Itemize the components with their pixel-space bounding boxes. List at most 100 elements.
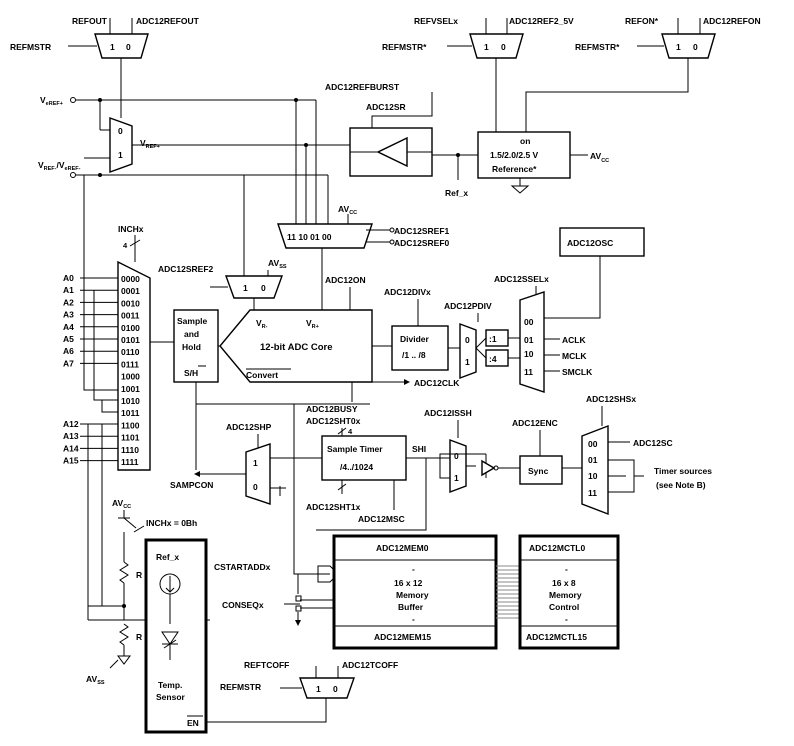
sync-label: Sync [528, 466, 549, 476]
adc12mem0-label: ADC12MEM0 [376, 543, 429, 553]
analog-input-label: A12 [63, 419, 79, 429]
svg-text:11: 11 [588, 488, 597, 498]
memory-buffer: ADC12MEM0 - 16 x 12 Memory Buffer - ADC1… [332, 534, 498, 650]
analog-input-label: A6 [63, 346, 74, 356]
refout-mux-in1: 1 [110, 42, 115, 52]
temp-sensor: Ref_x Temp. Sensor EN [144, 538, 327, 734]
issh-mux: ADC12ISSH 0 1 [424, 408, 520, 494]
adc12tcoff-label: ADC12TCOFF [342, 660, 398, 670]
mclk-label: MCLK [562, 351, 587, 361]
svg-text:4: 4 [123, 241, 128, 250]
inchx-label: INCHx [118, 224, 144, 234]
refout-mux: 1 0 REFOUT ADC12REFOUT REFMSTR [10, 16, 200, 118]
sample-timer: Sample Timer /4../1024 ADC12SHT0x 4 ADC1… [270, 416, 450, 531]
note-b-label: (see Note B) [656, 480, 706, 490]
input-code: 0101 [121, 335, 140, 345]
tcoff-mux: 1 0 REFTCOFF ADC12TCOFF REFMSTR [220, 660, 398, 699]
refon-label: REFON* [625, 16, 659, 26]
memory-bus [496, 565, 520, 619]
adc12msc-label: ADC12MSC [358, 514, 405, 524]
svg-text:4: 4 [348, 427, 353, 436]
svg-text:Memory: Memory [396, 590, 429, 600]
input-code-list: 0000000100100011010001010110011110001001… [121, 274, 140, 467]
divider-label: Divider [400, 334, 430, 344]
refmstr-label-2: REFMSTR* [382, 42, 427, 52]
input-mux: INCHx 4 00000001001000110100010101100111… [63, 224, 174, 471]
analog-input-label: A3 [63, 310, 74, 320]
input-code: 0100 [121, 323, 140, 333]
svg-text:0: 0 [118, 126, 123, 136]
sh-label: S/H [184, 368, 198, 378]
shs-mux: ADC12SHSx 00 01 10 11 ADC12SC Timer sour… [581, 394, 712, 516]
sampcon-mux: 1 0 ADC12SHP SAMPCON [170, 404, 330, 575]
internal-inputs [83, 175, 118, 620]
adc12sht1x-label: ADC12SHT1x [306, 502, 361, 512]
svg-text:VeREF+: VeREF+ [40, 95, 63, 107]
cstartaddx-label: CSTARTADDx [214, 562, 271, 572]
input-code: 1111 [121, 457, 139, 467]
memory-control: ADC12MCTL0 - 16 x 8 Memory Control - ADC… [518, 534, 620, 650]
smclk-label: SMCLK [562, 367, 593, 377]
reference-on-label: on [520, 136, 530, 146]
adc12refburst-label: ADC12REFBURST [325, 82, 400, 92]
svg-text:01: 01 [524, 335, 534, 345]
svg-text:/1 .. /8: /1 .. /8 [402, 350, 426, 360]
adc12mctl15-label: ADC12MCTL15 [526, 632, 587, 642]
adc12on-label: ADC12ON [325, 275, 366, 285]
adc12sselx-label: ADC12SSELx [494, 274, 549, 284]
svg-text:R: R [136, 570, 142, 580]
svg-text:VR+: VR+ [306, 318, 319, 330]
analog-input-label: A14 [63, 443, 79, 453]
adc12enc-label: ADC12ENC [512, 418, 558, 428]
svg-text:10: 10 [588, 471, 598, 481]
refvselx-label: REFVSELx [414, 16, 458, 26]
svg-text:0: 0 [261, 283, 266, 293]
refout-label: REFOUT [72, 16, 108, 26]
input-code: 0010 [121, 298, 140, 308]
svg-text:-: - [412, 564, 415, 574]
svg-text:VREF-/VeREF-: VREF-/VeREF- [38, 160, 81, 172]
convert-label: Convert [246, 370, 278, 380]
refvsel-mux: 1 0 REFVSELx ADC12REF2_5V REFMSTR* [382, 16, 574, 132]
input-code: 1110 [121, 445, 139, 455]
input-code: 1010 [121, 396, 140, 406]
reference-wires [244, 98, 329, 224]
adc12refout-label: ADC12REFOUT [136, 16, 200, 26]
input-code: 0111 [121, 359, 139, 369]
svg-text:11: 11 [524, 367, 533, 377]
svg-text:/4../1024: /4../1024 [340, 462, 373, 472]
reference-volts-label: 1.5/2.0/2.5 V [490, 150, 539, 160]
vref-inputs: VeREF+ VREF-/VeREF- [38, 95, 316, 284]
svg-text:1: 1 [454, 473, 459, 483]
svg-text::4: :4 [489, 354, 497, 364]
adc12sr-label: ADC12SR [366, 102, 406, 112]
adc12shsx-label: ADC12SHSx [586, 394, 636, 404]
input-code: 0001 [121, 286, 140, 296]
svg-text:Memory: Memory [549, 590, 582, 600]
svg-text:VREF+: VREF+ [140, 138, 160, 150]
svg-text:-: - [565, 614, 568, 624]
adc-core-label: 12-bit ADC Core [260, 342, 333, 353]
svg-text:Control: Control [549, 602, 579, 612]
sref0-label: ADC12SREF0 [394, 238, 450, 248]
svg-text:16 x 12: 16 x 12 [394, 578, 423, 588]
sampcon-label: SAMPCON [170, 480, 213, 490]
svg-text:-: - [565, 564, 568, 574]
cstart-conseq: CSTARTADDx CONSEQx [214, 562, 339, 626]
temp-sensor-l1: Temp. [158, 680, 182, 690]
svg-text:and: and [184, 329, 199, 339]
svg-text:1: 1 [484, 42, 489, 52]
svg-text:1: 1 [243, 283, 248, 293]
svg-text:AVCC: AVCC [590, 151, 609, 164]
svg-text:R: R [136, 632, 142, 642]
sref2-label: ADC12SREF2 [158, 264, 214, 274]
conseqx-label: CONSEQx [222, 600, 264, 610]
adc12sht0x-label: ADC12SHT0x [306, 416, 361, 426]
en-label: EN [187, 718, 199, 728]
refout-mux-in0: 0 [126, 42, 131, 52]
input-code: 0110 [121, 347, 140, 357]
svg-text:1: 1 [465, 357, 470, 367]
sref2-mux: 1 0 ADC12SREF2 AVSS [158, 258, 287, 319]
svg-text:01: 01 [588, 455, 598, 465]
